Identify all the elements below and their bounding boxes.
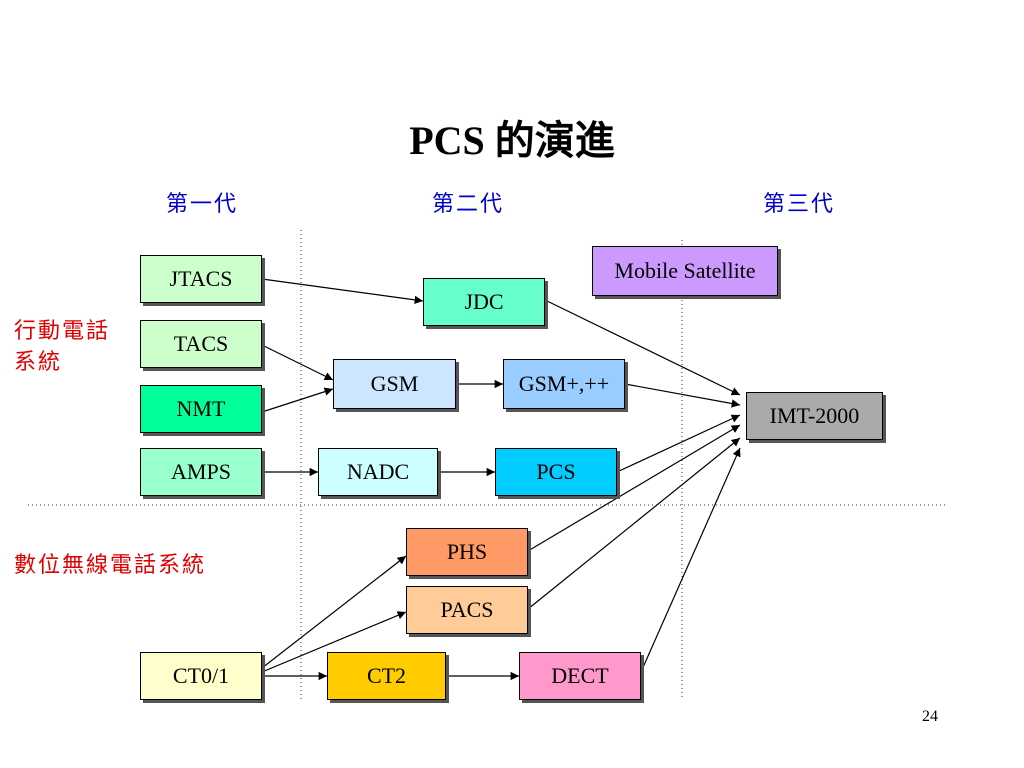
node-pacs: PACS <box>406 586 528 634</box>
arrow-phs-imt2000 <box>527 424 741 552</box>
arrow-ct01-pacs <box>261 611 407 673</box>
node-gsm: GSM <box>333 359 456 409</box>
arrow-nmt-gsm <box>261 387 334 413</box>
generation-3-label: 第三代 <box>763 192 836 217</box>
mobile-label-line-1: 行動電話 <box>14 319 111 344</box>
mobile-phone-system-label: 行動電話 系統 <box>14 316 110 378</box>
node-pcs: PCS <box>495 448 617 496</box>
node-amps: AMPS <box>140 448 262 496</box>
arrow-pcs-imt2000 <box>616 414 741 473</box>
node-nadc: NADC <box>318 448 438 496</box>
node-ct0-1: CT0/1 <box>140 652 262 700</box>
mobile-label-line-2: 系統 <box>14 350 63 375</box>
arrow-jdc-imt2000 <box>544 299 741 396</box>
arrow-ct01-phs <box>261 555 407 669</box>
digital-cordless-system-label: 數位無線電話系統 <box>14 553 207 578</box>
node-dect: DECT <box>519 652 641 700</box>
node-jdc: JDC <box>423 278 545 326</box>
node-mobile-satellite: Mobile Satellite <box>592 246 778 296</box>
node-phs: PHS <box>406 528 528 576</box>
arrow-pacs-imt2000 <box>527 437 741 610</box>
node-ct2: CT2 <box>327 652 446 700</box>
arrow-tacs-gsm <box>261 344 334 381</box>
generation-1-label: 第一代 <box>166 192 239 217</box>
slide-title: PCS 的演進 <box>409 118 615 163</box>
node-nmt: NMT <box>140 385 262 433</box>
node-gsm-plus: GSM+,++ <box>503 359 625 409</box>
node-imt-2000: IMT-2000 <box>746 392 883 440</box>
node-tacs: TACS <box>140 320 262 368</box>
arrow-gsmplus-imt2000 <box>624 383 741 408</box>
generation-2-label: 第二代 <box>432 192 505 217</box>
node-jtacs: JTACS <box>140 255 262 303</box>
page-number: 24 <box>922 708 938 725</box>
arrow-dect-imt2000 <box>640 447 741 673</box>
arrow-jtacs-jdc <box>261 278 424 305</box>
